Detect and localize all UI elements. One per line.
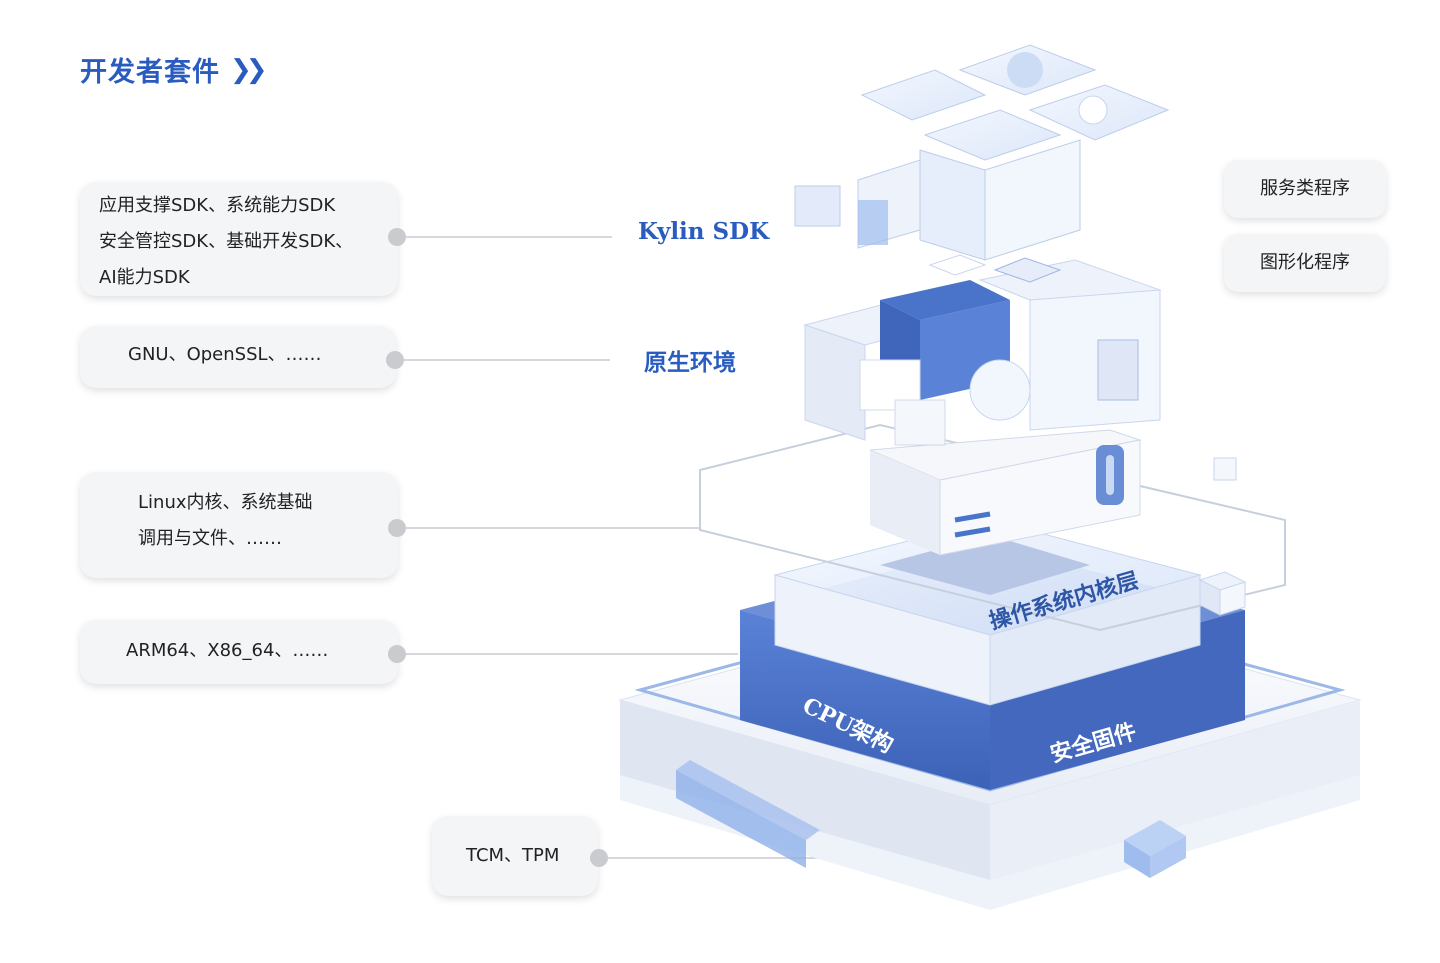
card-sdk-line-2: 安全管控SDK、基础开发SDK、 bbox=[99, 231, 354, 252]
card-firmware-line-1: TCM、TPM bbox=[466, 845, 560, 866]
glass-ring bbox=[699, 423, 1286, 632]
label-kylin-sdk: Kylin SDK bbox=[638, 218, 770, 245]
connector-dot bbox=[590, 849, 608, 867]
card-native-env: GNU、OpenSSL、…… bbox=[80, 326, 396, 388]
card-firmware: TCM、TPM bbox=[432, 816, 598, 896]
kernel-layer bbox=[773, 519, 1202, 706]
card-sdk-line-1: 应用支撑SDK、系统能力SDK bbox=[99, 195, 336, 216]
label-native-env: 原生环境 bbox=[644, 349, 736, 376]
card-native-env-line-1: GNU、OpenSSL、…… bbox=[128, 344, 322, 365]
card-service-program: 服务类程序 bbox=[1224, 160, 1386, 218]
native-env-cluster bbox=[803, 254, 1162, 446]
connector-dot bbox=[388, 228, 406, 246]
card-kernel-line-1: Linux内核、系统基础 bbox=[138, 492, 313, 513]
card-cpu: ARM64、X86_64、…… bbox=[80, 620, 398, 684]
double-chevron-right-icon: ❯❯ bbox=[230, 54, 267, 85]
page-title-text: 开发者套件 bbox=[80, 57, 220, 88]
sdk-cluster bbox=[794, 44, 1170, 261]
card-kernel-line-2: 调用与文件、…… bbox=[138, 528, 282, 549]
server-box bbox=[869, 429, 1142, 556]
card-kernel: Linux内核、系统基础 调用与文件、…… bbox=[80, 472, 398, 578]
card-cpu-line-1: ARM64、X86_64、…… bbox=[126, 640, 329, 661]
connector-dot bbox=[386, 351, 404, 369]
floating-cube bbox=[1198, 457, 1247, 616]
card-sdk-line-3: AI能力SDK bbox=[99, 267, 190, 288]
page-title: 开发者套件 ❯❯ bbox=[80, 50, 267, 89]
card-gui-program: 图形化程序 bbox=[1224, 234, 1386, 292]
card-sdk: 应用支撑SDK、系统能力SDK 安全管控SDK、基础开发SDK、 AI能力SDK bbox=[80, 182, 398, 296]
connector-dot bbox=[388, 645, 406, 663]
connector-dot bbox=[388, 519, 406, 537]
